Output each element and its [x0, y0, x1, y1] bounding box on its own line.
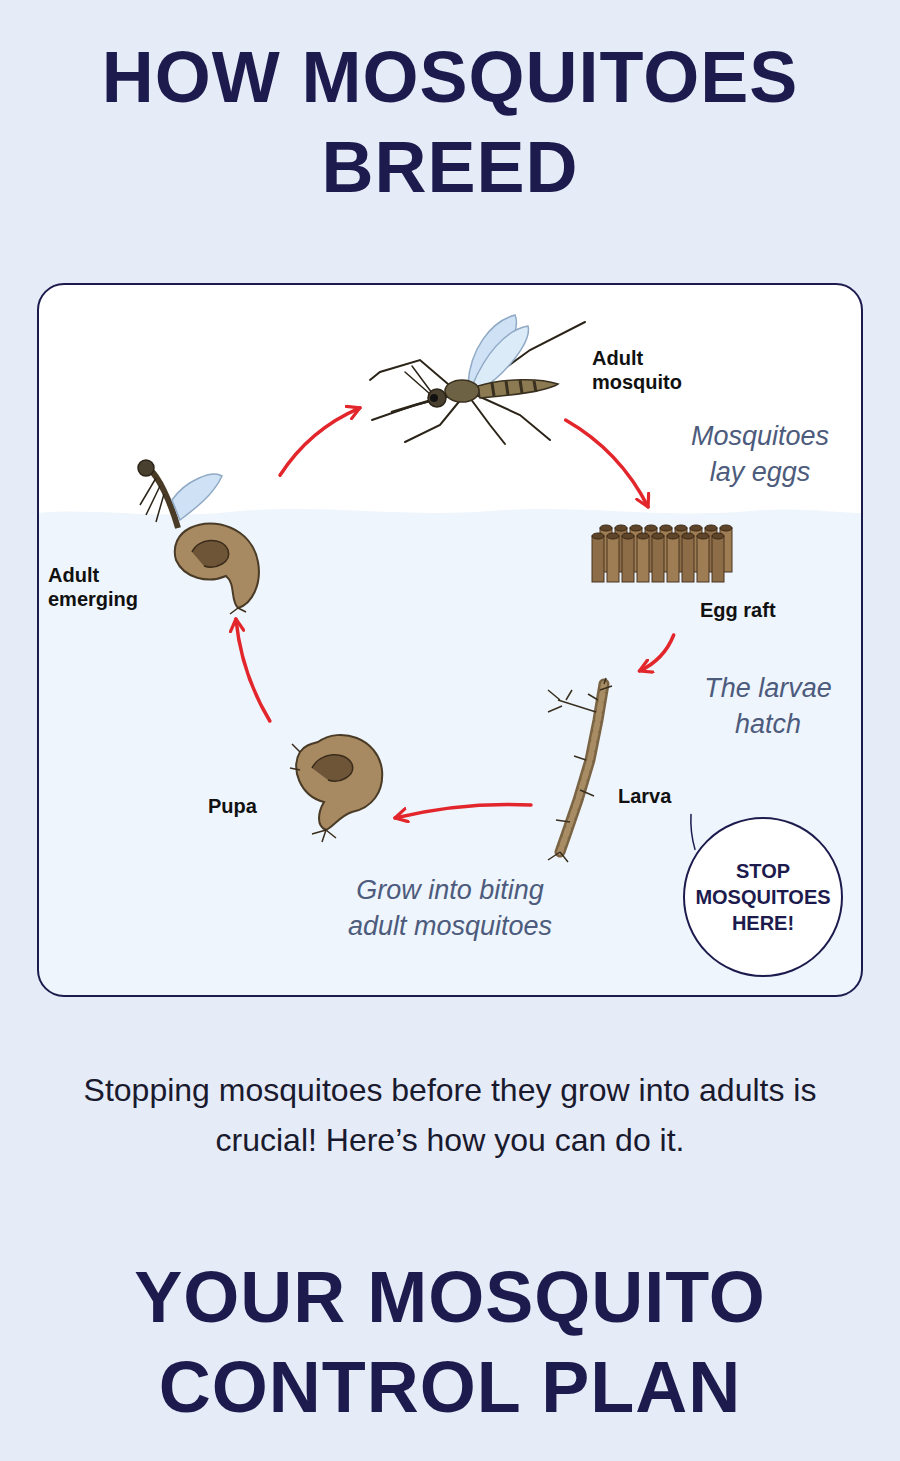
- case-paddles: [230, 608, 246, 614]
- eye: [430, 394, 438, 402]
- egg: [592, 536, 604, 582]
- egg-top: [637, 533, 649, 539]
- cycle-arrow: [280, 408, 360, 475]
- cycle-arrow: [639, 635, 673, 671]
- egg-top: [682, 533, 694, 539]
- edge-label: The larvae hatch: [688, 670, 848, 742]
- antenna: [405, 366, 432, 394]
- stage-label: Adult emerging: [48, 563, 170, 611]
- leg: [370, 360, 455, 390]
- emerging-legs: [140, 478, 164, 522]
- edge-label: Mosquitoes lay eggs: [676, 418, 844, 490]
- callout-circle: STOP MOSQUITOES HERE!: [683, 817, 843, 977]
- egg-top: [600, 525, 612, 531]
- emerging-wing: [172, 474, 222, 520]
- leader-line: [691, 814, 695, 849]
- egg-top: [705, 525, 717, 531]
- egg-raft-figure: [592, 525, 732, 582]
- mosquito-body: [428, 380, 558, 407]
- pupa-paddles: [290, 744, 336, 842]
- callout-text: STOP MOSQUITOES HERE!: [695, 858, 831, 936]
- mosquito-figure: [370, 322, 585, 444]
- stage-node: Larva: [536, 676, 688, 863]
- stage-label: Egg raft: [700, 598, 800, 622]
- egg-top: [712, 533, 724, 539]
- abdomen-stripes: [492, 380, 536, 396]
- proboscis: [392, 400, 432, 412]
- egg: [637, 536, 649, 582]
- egg-top: [675, 525, 687, 531]
- egg-top: [720, 525, 732, 531]
- water: [38, 509, 862, 996]
- abdomen: [478, 380, 558, 398]
- larva-hairs: [548, 756, 594, 862]
- egg-top: [630, 525, 642, 531]
- egg-top: [645, 525, 657, 531]
- stage-label: Adult mosquito: [592, 346, 702, 394]
- egg-top: [697, 533, 709, 539]
- cycle-arrow: [395, 804, 531, 818]
- cycle-arrow: [236, 619, 270, 721]
- stage-node: Adult emerging: [45, 458, 275, 614]
- pupal-case: [175, 523, 259, 608]
- egg-top: [592, 533, 604, 539]
- egg-top: [660, 525, 672, 531]
- thorax: [445, 380, 479, 402]
- larva-body: [560, 684, 604, 852]
- pupa-detail: [312, 755, 353, 781]
- section-heading: YOUR MOSQUITO CONTROL PLAN: [40, 1252, 860, 1432]
- egg: [712, 536, 724, 582]
- egg-top: [622, 533, 634, 539]
- egg: [682, 536, 694, 582]
- egg: [652, 536, 664, 582]
- egg: [622, 536, 634, 582]
- page-title: HOW MOSQUITOES BREED: [60, 32, 840, 212]
- leg: [476, 395, 550, 440]
- emerging-figure: [138, 460, 259, 614]
- pupa-shell: [296, 735, 382, 830]
- stage-node: Adult mosquito: [365, 312, 705, 415]
- stage-node: Pupa: [205, 726, 390, 833]
- egg: [667, 536, 679, 582]
- egg-top: [690, 525, 702, 531]
- stage-node: Egg raft: [586, 512, 800, 630]
- stage-label: Pupa: [208, 794, 280, 818]
- mosquito-wings: [468, 315, 528, 390]
- egg: [697, 536, 709, 582]
- panel-border: [38, 284, 862, 996]
- caption-text: Stopping mosquitoes before they grow int…: [70, 1065, 830, 1165]
- head: [428, 389, 446, 407]
- stage-label: Larva: [618, 784, 686, 808]
- egg-top: [652, 533, 664, 539]
- larva-brushes: [548, 690, 596, 712]
- pupa-figure: [290, 735, 382, 842]
- egg: [607, 536, 619, 582]
- egg-top: [615, 525, 627, 531]
- edge-label: Grow into biting adult mosquitoes: [325, 872, 575, 944]
- case-detail: [192, 540, 229, 567]
- egg-top: [667, 533, 679, 539]
- larva-segments: [560, 684, 604, 852]
- larva-siphon: [588, 678, 612, 700]
- cycle-arrow: [566, 420, 649, 507]
- emerging-head: [138, 460, 154, 476]
- egg-top: [607, 533, 619, 539]
- larva-figure: [548, 678, 612, 862]
